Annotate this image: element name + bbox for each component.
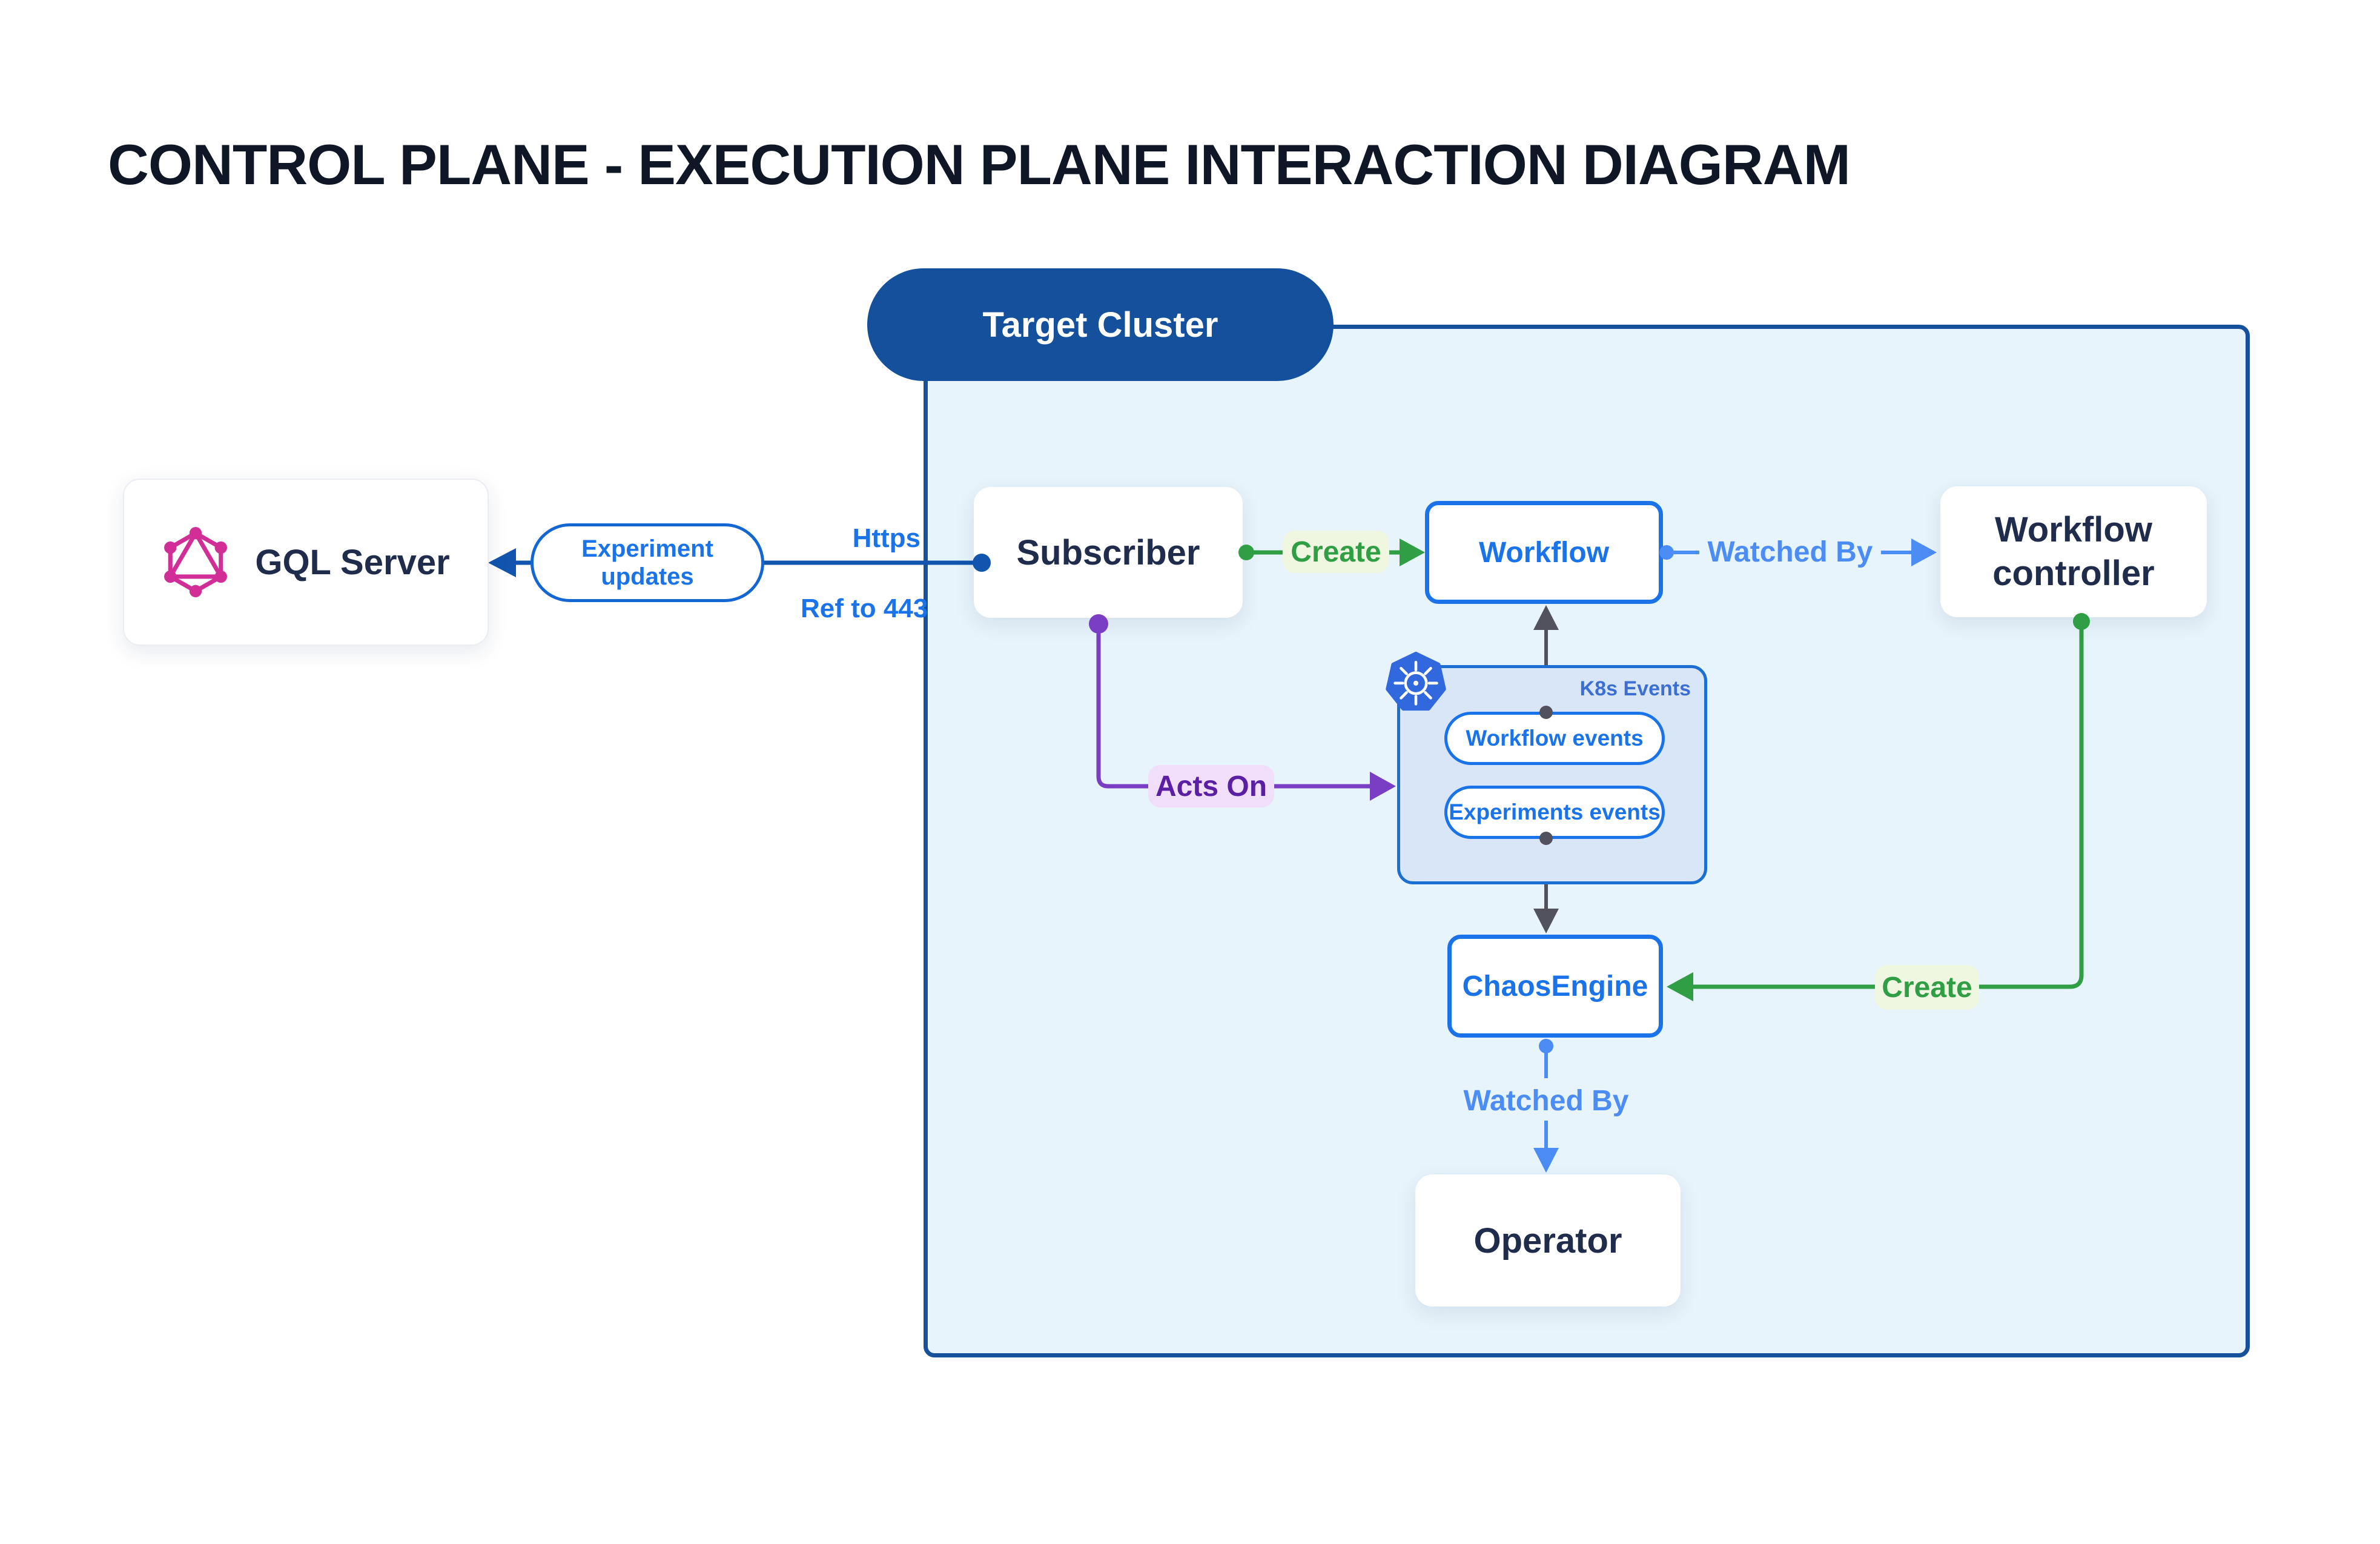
experiment-updates-label: Experiment updates [581,535,713,590]
page-title: CONTROL PLANE - EXECUTION PLANE INTERACT… [108,133,1851,196]
workflow-controller-label: Workflow controller [1992,509,2155,594]
create-workflow-label: Create [1283,531,1389,573]
https-label: Https [852,523,921,553]
workflow-label: Workflow [1478,536,1610,569]
graphql-icon [164,526,228,598]
k8s-events-label: K8s Events [1579,677,1691,700]
experiment-updates-pill: Experiment updates [531,523,764,602]
operator-label: Operator [1473,1221,1622,1261]
acts-on-label: Acts On [1148,765,1274,807]
gql-server-label: GQL Server [255,542,450,582]
target-cluster-label: Target Cluster [982,305,1218,345]
node-workflow-controller: Workflow controller [1940,486,2207,617]
node-gql-server: GQL Server [123,479,489,646]
node-operator: Operator [1415,1175,1681,1307]
node-chaosengine: ChaosEngine [1447,935,1663,1038]
experiments-events-pill: Experiments events [1444,786,1665,839]
node-workflow: Workflow [1425,501,1663,604]
create-chaosengine-label: Create [1875,965,1979,1010]
workflow-events-pill: Workflow events [1444,712,1665,765]
experiments-events-label: Experiments events [1449,800,1661,824]
kubernetes-icon [1386,652,1446,711]
watched-by-operator-label: Watched By [1463,1085,1629,1117]
chaosengine-label: ChaosEngine [1462,970,1648,1002]
workflow-events-label: Workflow events [1466,726,1644,750]
watched-by-workflow-label: Watched By [1699,535,1881,569]
subscriber-label: Subscriber [1016,532,1200,572]
ref-to-443-label: Ref to 443 [801,594,928,623]
k8s-events-group [1397,665,1707,884]
target-cluster-pill: Target Cluster [867,268,1334,381]
node-subscriber: Subscriber [974,487,1243,618]
